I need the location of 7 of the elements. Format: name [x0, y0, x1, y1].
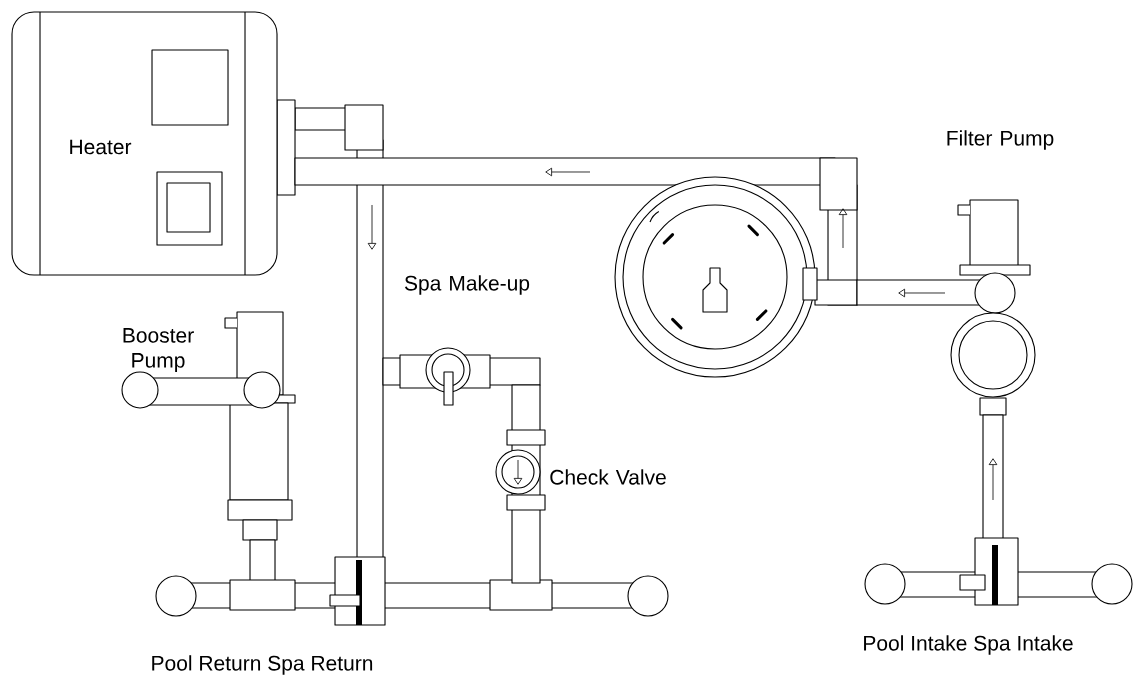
component-label: Pool Intake Spa Intake [864, 635, 1073, 655]
component-label: Booster Pump [123, 328, 194, 372]
component-label: Check Valve [550, 469, 666, 485]
component-label: Spa Make-up [404, 275, 530, 295]
component-label: Filter Pump [947, 130, 1054, 150]
component-label: Pool Return Spa Return [152, 655, 373, 675]
heater-box: Heater [11, 11, 278, 276]
